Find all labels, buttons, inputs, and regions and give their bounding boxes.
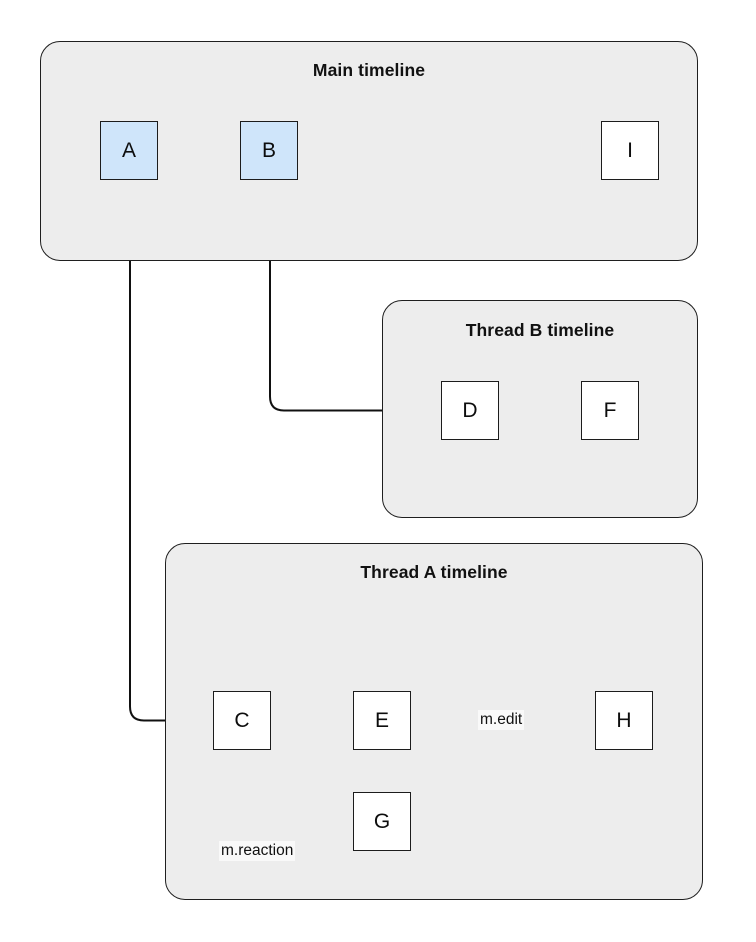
container-thread-b-timeline xyxy=(382,300,698,518)
node-F[interactable]: F xyxy=(581,381,639,440)
node-C[interactable]: C xyxy=(213,691,271,750)
node-B[interactable]: B xyxy=(240,121,298,180)
container-title-thread-a-timeline: Thread A timeline xyxy=(360,562,508,582)
edge-label-m-reaction: m.reaction xyxy=(219,841,296,861)
node-D[interactable]: D xyxy=(441,381,499,440)
container-title-thread-b-timeline: Thread B timeline xyxy=(465,320,615,340)
node-H[interactable]: H xyxy=(595,691,653,750)
node-I[interactable]: I xyxy=(601,121,659,180)
node-G[interactable]: G xyxy=(353,792,411,851)
container-title-main-timeline: Main timeline xyxy=(312,60,426,80)
edge-label-m-edit: m.edit xyxy=(478,710,525,730)
edge-D-to-B xyxy=(263,182,441,412)
edge-C-to-A xyxy=(123,182,213,722)
node-E[interactable]: E xyxy=(353,691,411,750)
node-A[interactable]: A xyxy=(100,121,158,180)
